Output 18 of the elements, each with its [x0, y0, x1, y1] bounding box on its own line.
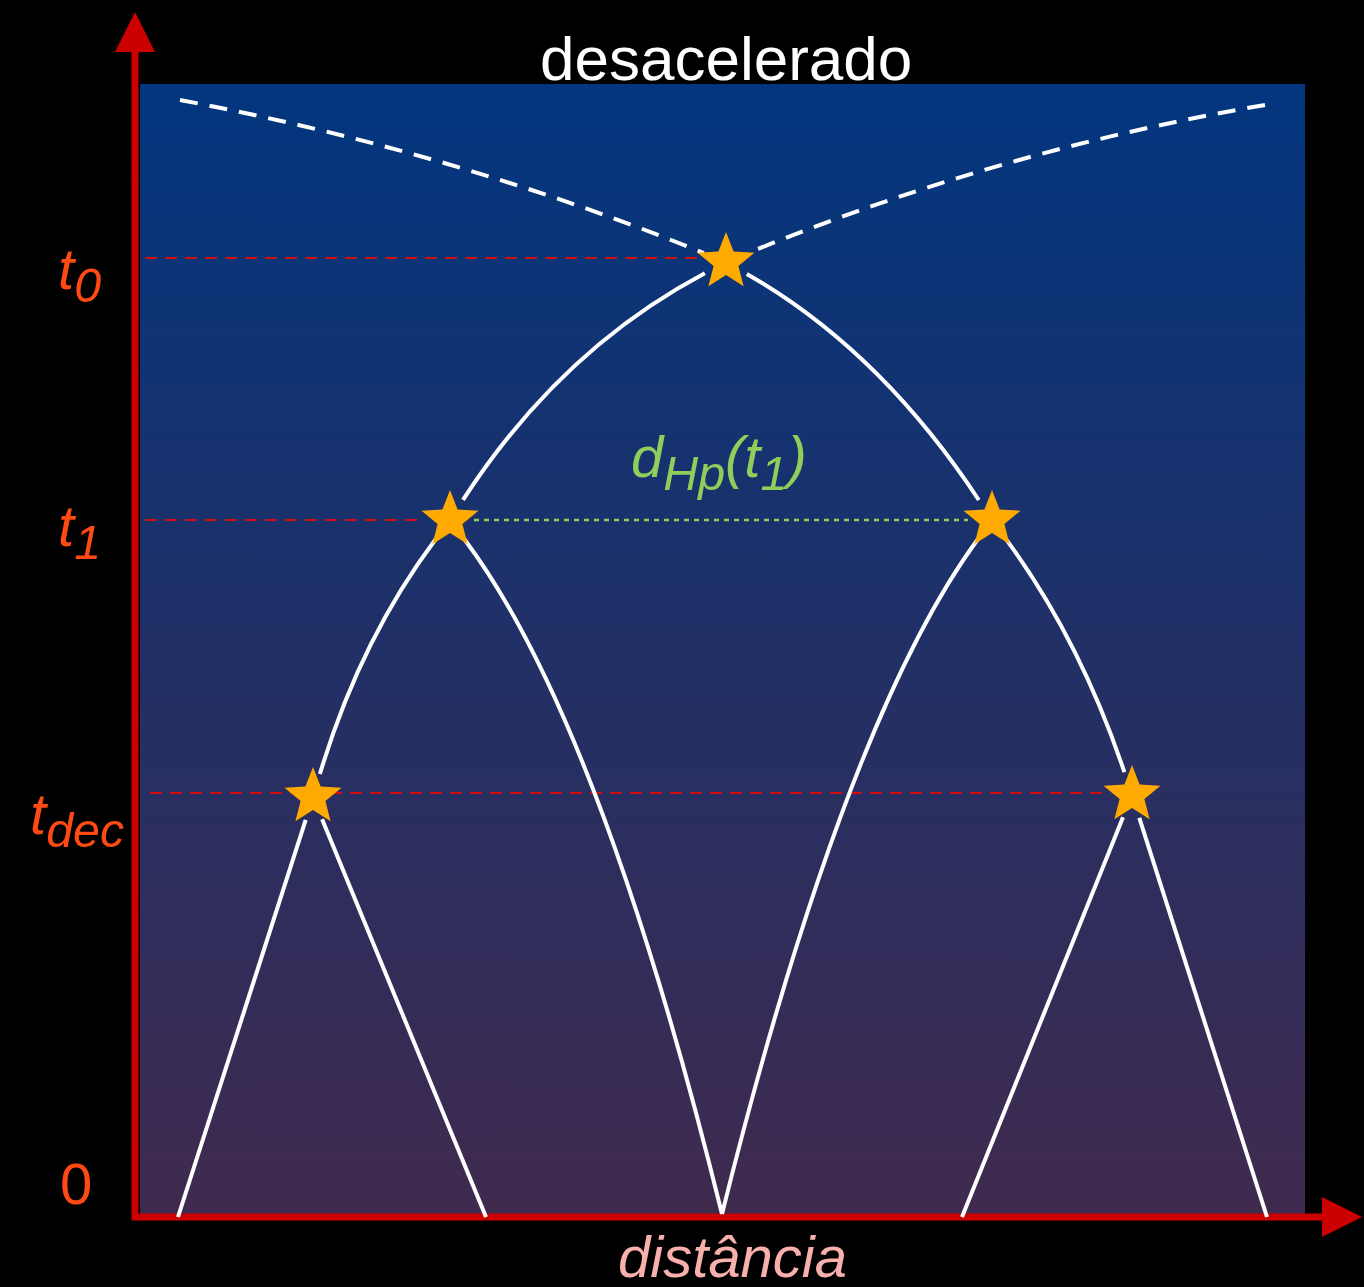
axis-title: distância — [618, 1228, 847, 1286]
distance-line — [474, 518, 968, 522]
axis-tick-label: 0 — [60, 1155, 93, 1213]
axis-tick-label: t$_{dec}$ — [30, 785, 125, 854]
worldline — [320, 818, 488, 1218]
title: desacelerado — [540, 28, 913, 90]
worldline — [960, 816, 1125, 1218]
worldline — [461, 271, 706, 501]
worldline — [1137, 817, 1269, 1218]
worldline — [179, 98, 705, 255]
worldline — [318, 538, 438, 775]
worldline — [745, 272, 981, 502]
worldline — [720, 538, 980, 1215]
worldline — [176, 819, 308, 1218]
worldline — [1004, 538, 1127, 773]
axis-tick-label: t$_{0}$ — [58, 240, 101, 309]
axis-tick-label: t$_{1}$ — [58, 497, 101, 566]
worldline — [462, 538, 724, 1215]
